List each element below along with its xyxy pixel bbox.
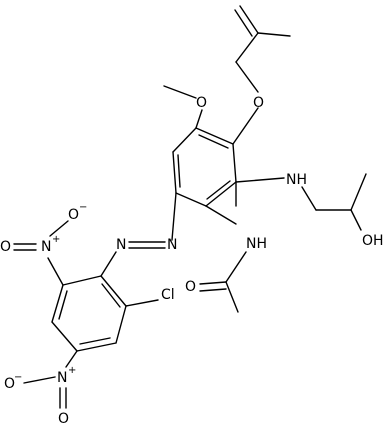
nitro-nitrogen-upper-label: N: [41, 239, 51, 255]
chloro-substituent: Cl: [125, 287, 175, 307]
nitro-nitrogen-upper-charge: +: [52, 234, 60, 245]
bond: [172, 127, 197, 153]
azo-nitrogen-lower-label: N: [116, 237, 126, 253]
bond: [115, 305, 127, 344]
nitro-oxygen-lower-label: O: [58, 411, 69, 427]
double-bond: [234, 9, 253, 37]
bond: [62, 275, 102, 286]
methallyl-ether-group: O: [232, 5, 291, 145]
bond: [175, 192, 207, 207]
chlorine-label: Cl: [161, 287, 175, 303]
acetamido-group: NH O: [185, 181, 267, 313]
bond: [225, 251, 247, 283]
nitro-oxygen-upper-minus-charge: −: [79, 202, 87, 213]
bond: [232, 107, 259, 145]
nitro-oxygen-upper-minus-label: O: [68, 207, 79, 223]
bond: [232, 143, 237, 183]
bond: [205, 181, 237, 207]
nitro-nitrogen-lower-charge: +: [68, 365, 76, 376]
nitro-group-upper: N + O − O: [0, 202, 87, 286]
bond: [199, 281, 227, 285]
bond: [51, 321, 78, 352]
bond: [235, 61, 259, 93]
methoxy-oxygen-label: O: [196, 95, 207, 111]
aromatic-double-bond: [58, 290, 68, 320]
nitro-group-lower: N + O − O: [4, 350, 78, 427]
bond: [350, 209, 362, 231]
aromatic-double-bond: [198, 134, 229, 149]
bond: [163, 85, 197, 99]
bond: [100, 251, 117, 277]
bond: [51, 284, 64, 323]
aromatic-double-bond: [177, 154, 181, 188]
bond: [301, 186, 317, 211]
upper-benzene-ring: [172, 127, 237, 207]
bond: [171, 192, 177, 241]
amide-nh-label: NH: [246, 236, 267, 252]
nitro-oxygen-upper-label: O: [0, 239, 11, 255]
methoxy-group: O: [163, 85, 207, 129]
bond: [235, 32, 259, 63]
secondary-amine-label: NH: [286, 172, 307, 188]
bond: [350, 173, 367, 211]
bond: [195, 127, 234, 145]
aromatic-double-bond: [101, 283, 121, 308]
bond: [76, 342, 117, 352]
bond: [65, 350, 78, 368]
bond: [225, 281, 239, 313]
carbonyl-oxygen-label: O: [185, 279, 196, 295]
nitro-oxygen-lower-minus-charge: −: [14, 372, 22, 383]
azo-nitrogen-upper-label: N: [167, 237, 177, 253]
bond: [100, 275, 127, 307]
aromatic-double-bond: [79, 337, 111, 345]
bond: [239, 5, 259, 34]
bond: [49, 220, 69, 237]
lower-benzene-ring: [51, 275, 127, 352]
nitro-nitrogen-lower-label: N: [57, 370, 67, 386]
bond: [195, 109, 203, 129]
nitro-oxygen-lower-minus-label: O: [4, 376, 15, 392]
bond: [172, 151, 177, 194]
bond: [23, 376, 56, 384]
hydroxypropylamino-group: NH OH: [235, 172, 384, 249]
double-bond: [199, 288, 227, 292]
bond: [125, 299, 159, 307]
bond: [257, 32, 291, 37]
hydroxyl-label: OH: [362, 233, 384, 249]
bond: [47, 257, 64, 286]
bond: [205, 205, 237, 225]
azo-linkage: N N: [100, 192, 177, 277]
aromatic-double-bond: [206, 180, 231, 200]
bond: [235, 177, 285, 183]
ether-oxygen-label: O: [253, 95, 264, 111]
